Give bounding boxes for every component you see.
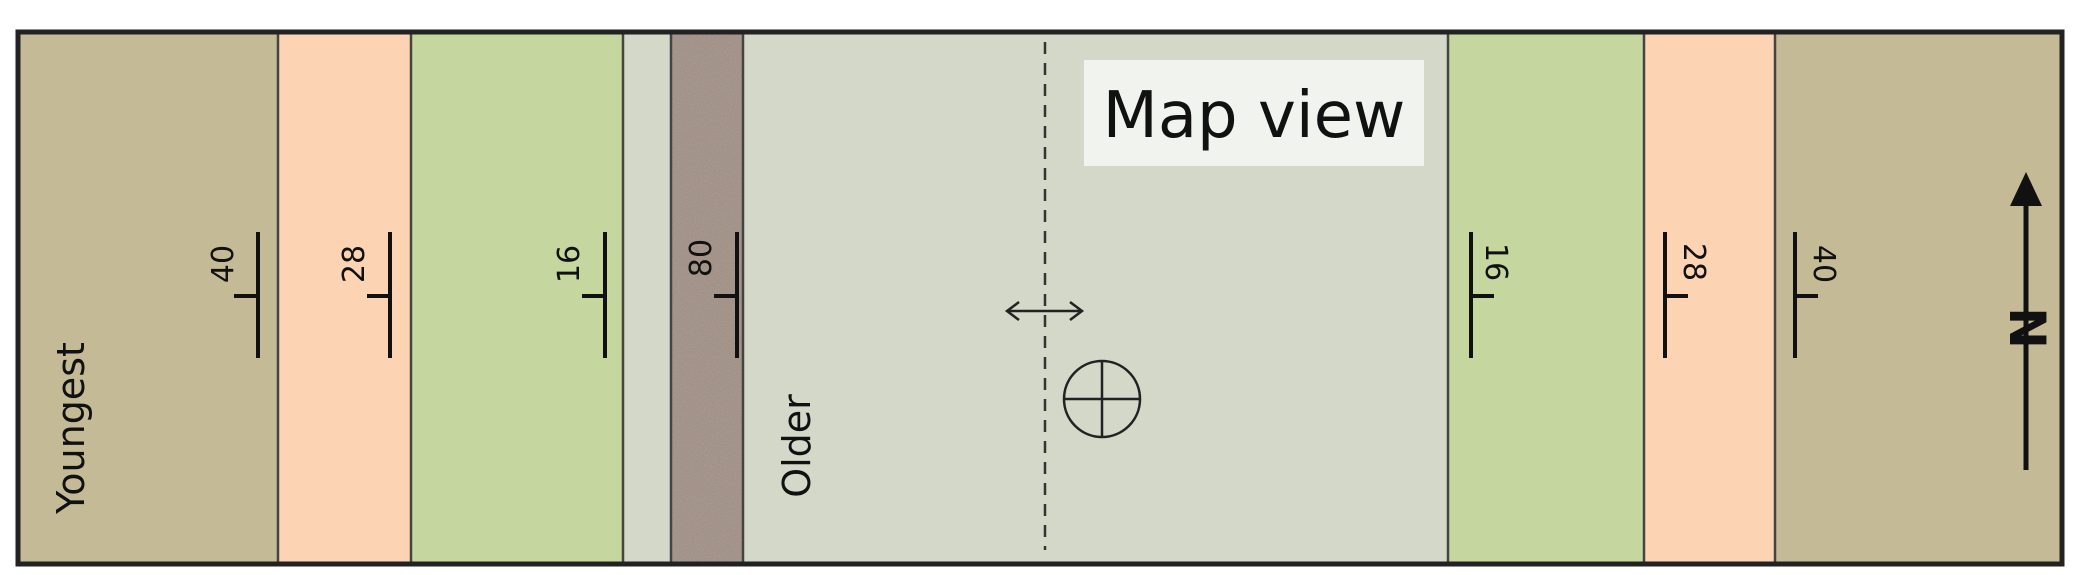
dip-label: 80 xyxy=(684,239,719,277)
strike-dip-west-peach xyxy=(367,232,392,358)
contacts xyxy=(276,32,1777,564)
dip-label: 16 xyxy=(1478,243,1513,281)
strike-dip-west-tan xyxy=(234,232,260,358)
double-arrow-icon xyxy=(1004,301,1085,321)
map-title: Map view xyxy=(1103,79,1406,153)
dip-label: 16 xyxy=(552,245,587,283)
map-frame xyxy=(15,29,2065,567)
strike-dip-east-green xyxy=(1469,232,1494,358)
dip-label: 28 xyxy=(337,245,372,283)
dip-label: 28 xyxy=(1676,243,1711,281)
title-box xyxy=(1084,60,1424,166)
strike-dip-west-green xyxy=(582,232,607,358)
strike-dip-dike xyxy=(714,232,739,358)
strike-dip-east-peach xyxy=(1663,232,1688,358)
horizontal-bed-icon xyxy=(1062,359,1142,439)
unit-grey-west xyxy=(623,32,671,564)
north-arrow-icon xyxy=(2010,172,2042,470)
dip-label: 40 xyxy=(1806,245,1841,283)
youngest-label: Youngest xyxy=(49,342,93,515)
strike-dip-east-tan xyxy=(1793,232,1818,358)
dip-label: 40 xyxy=(206,245,241,283)
older-label: Older xyxy=(775,394,819,498)
north-label: N xyxy=(1998,307,2056,349)
unit-tan-east xyxy=(1775,32,2062,564)
